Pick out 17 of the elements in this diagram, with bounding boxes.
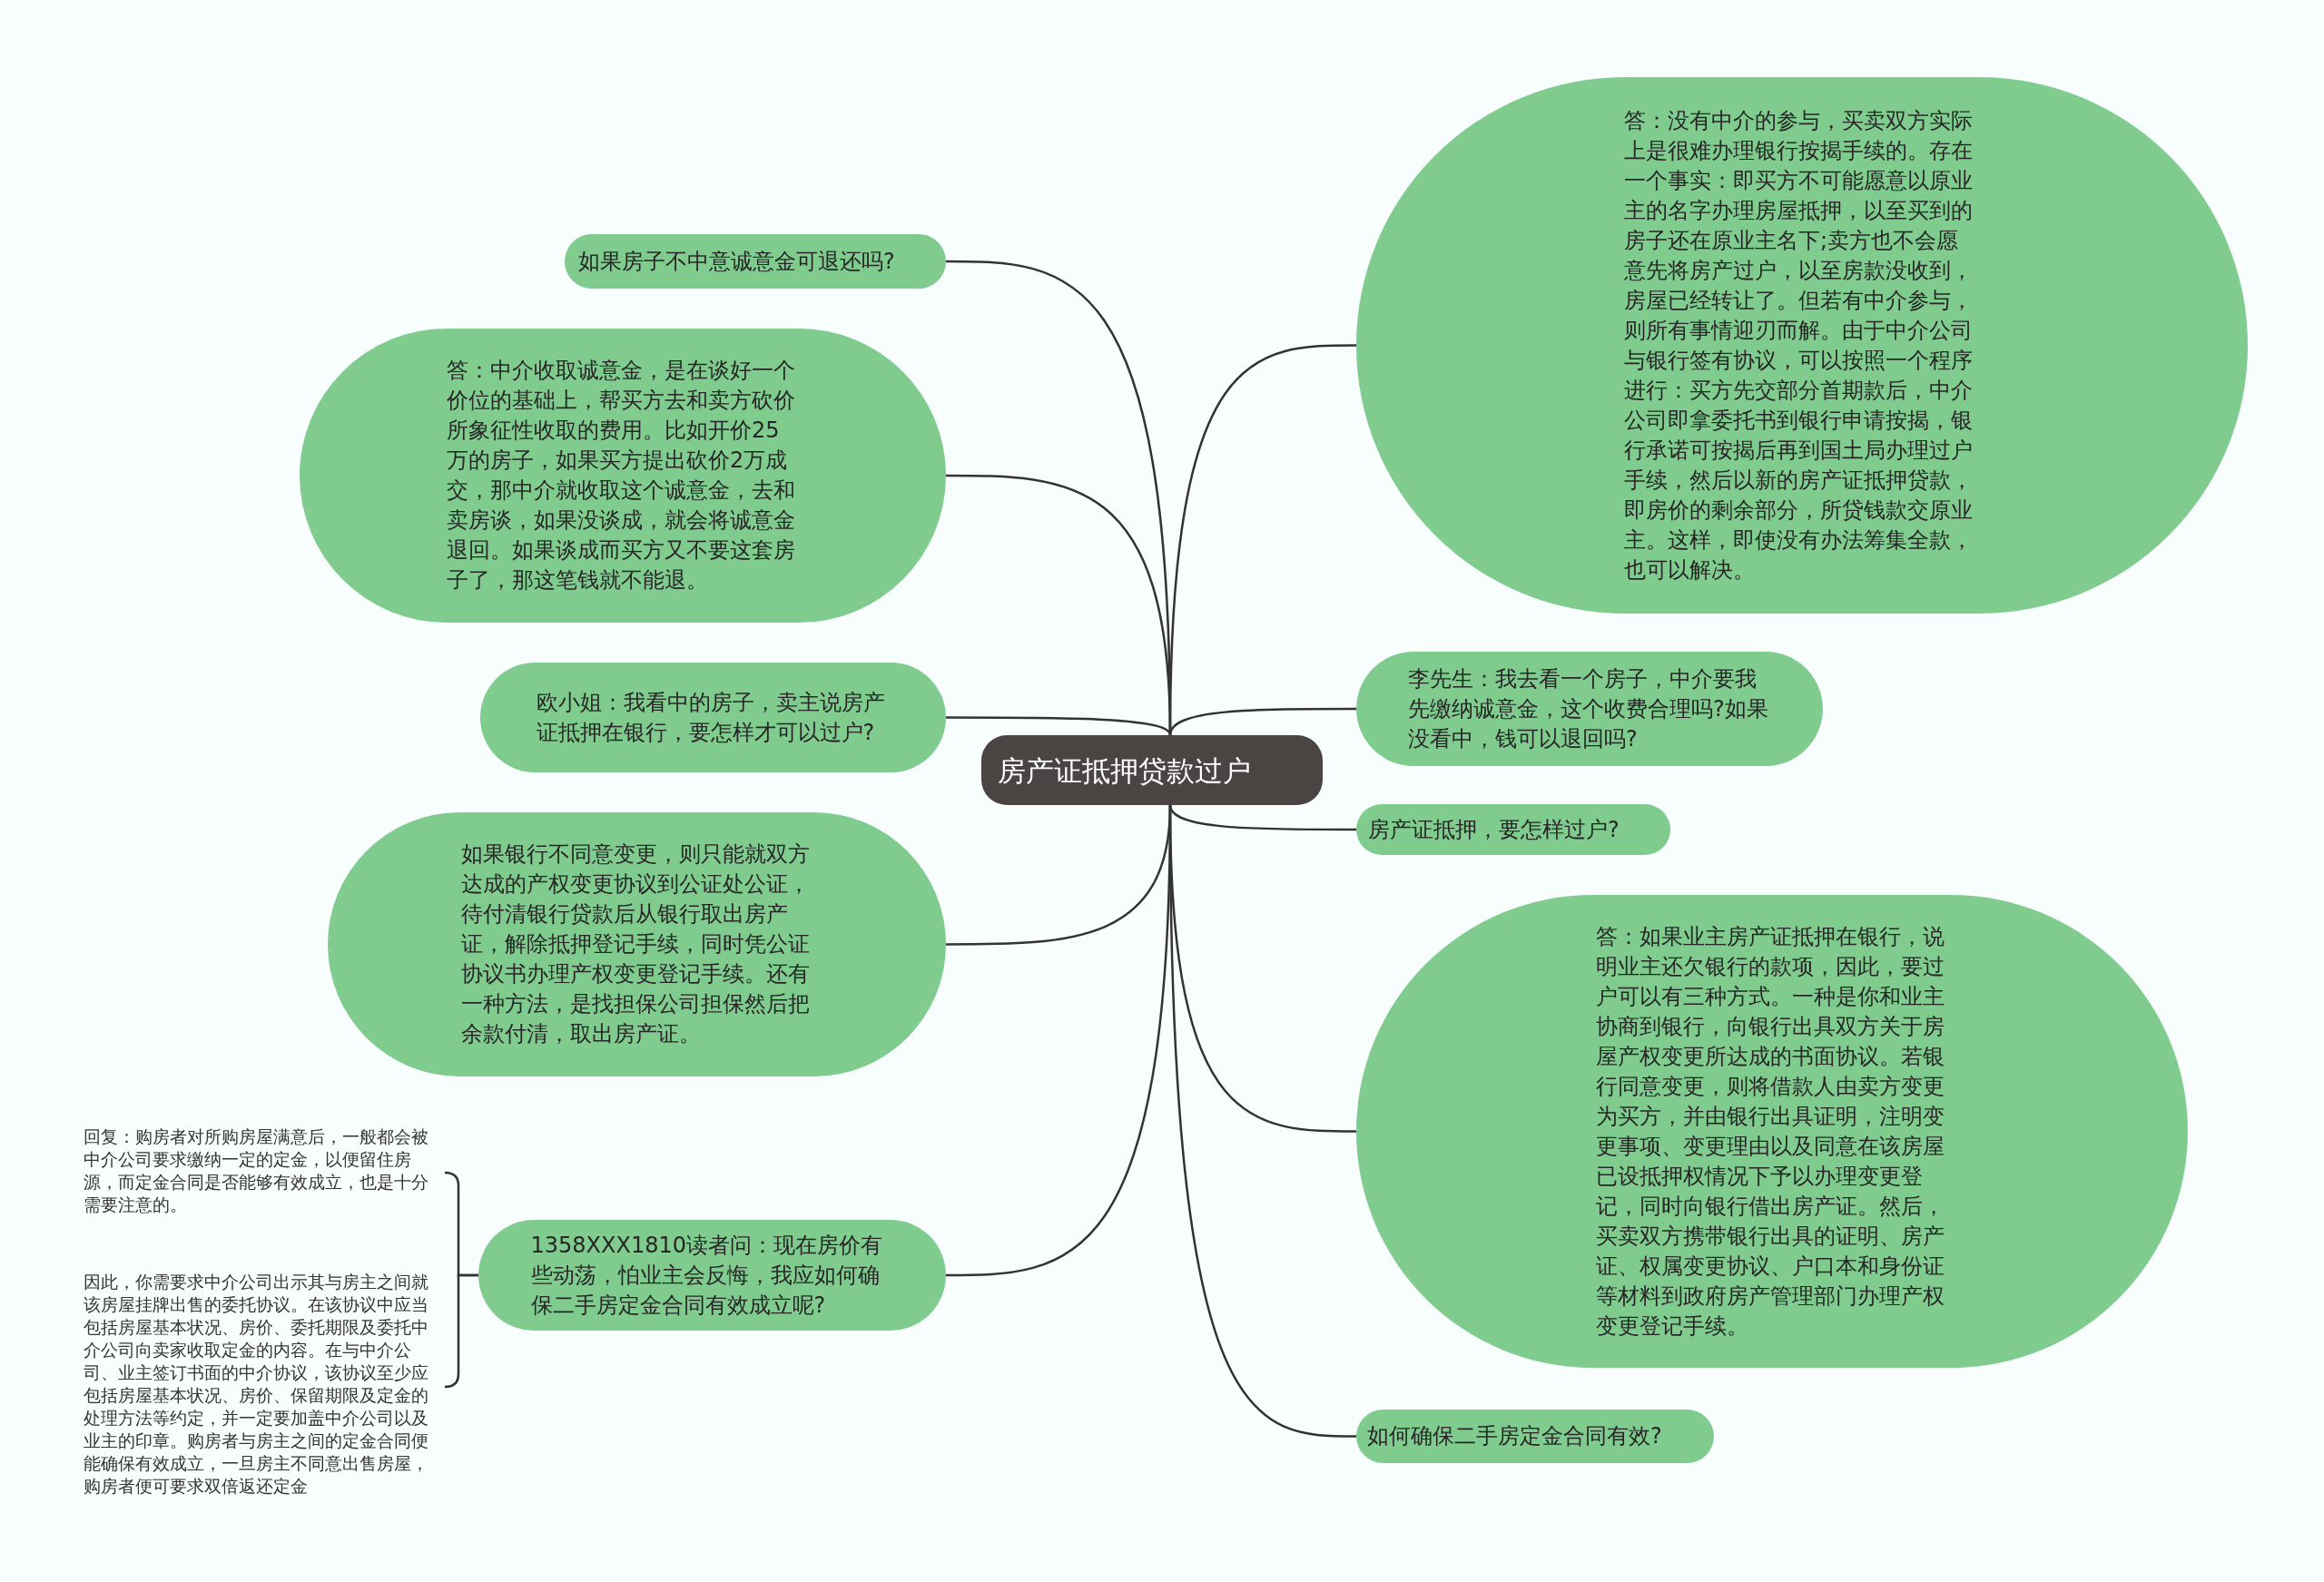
topic-bubble: 如果房子不中意诚意金可退还吗? [565,234,946,289]
connector-line [1168,707,1356,736]
topic-bubble: 如果银行不同意变更，则只能就双方达成的产权变更协议到公证处公证，待付清银行贷款后从银行取出房产证，解除抵押登记手续，同时凭公证协议书办理产权变更登记手续。还有一种方法，是找担保公司担保然后把余款付清，取出房产证。 [328,812,946,1076]
topic-bubble: 1358XXX1810读者问：现在房价有些动荡，怕业主会反悔，我应如何确保二手房定金合同有效成立呢? [478,1220,946,1331]
topic-bubble: 答：中介收取诚意金，是在谈好一个价位的基础上，帮买方去和卖方砍价所象征性收取的费用。比如开价25万的房子，如果买方提出砍价2万成交，那中介就收取这个诚意金，去和卖房谈，如果没谈成，就会将诚意金退回。如果谈成而买方又不要这套房子了，那这笔钱就不能退。 [300,329,946,623]
connector-line [1168,804,1356,831]
note-text: 因此，你需要求中介公司出示其与房主之间就该房屋挂牌出售的委托协议。在该协议中应当包括房屋基本状况、房价、委托期限及委托中介公司向卖家收取定金的内容。在与中介公司、业主签订书面的中介协议，该协议至少应包括房屋基本状况、房价、保留期限及定金的处理方法等约定，并一定要加盖中介公司以及业主的印章。购房者与房主之间的定金合同便能确保有效成立，一旦房主不同意出售房屋，购房者便可要求双倍返还定金 [82,1271,443,1503]
topic-bubble: 答：没有中介的参与，买卖双方实际上是很难办理银行按揭手续的。存在一个事实：即买方不可能愿意以原业主的名字办理房屋抵押，以至买到的房子还在原业主名下;卖方也不会愿意先将房产过户，以至房款没收到，房屋已经转让了。但若有中介参与，则所有事情迎刃而解。由于中介公司与银行签有协议，可以按照一个程序进行：买方先交部分首期款后，中介公司即拿委托书到银行申请按揭，银行承诺可按揭后再到国土局办理过户手续，然后以新的房产证抵押贷款，即房价的剩余部分，所贷钱款交原业主。这样，即使没有办法筹集全款，也可以解决。 [1356,77,2248,614]
central-topic: 房产证抵押贷款过户 [981,735,1323,805]
topic-bubble: 李先生：我去看一个房子，中介要我先缴纳诚意金，这个收费合理吗?如果没看中，钱可以退回吗? [1356,652,1823,766]
topic-bubble: 房产证抵押，要怎样过户? [1356,804,1670,855]
topic-bubble: 答：如果业主房产证抵押在银行，说明业主还欠银行的款项，因此，要过户可以有三种方式。一种是你和业主协商到银行，向银行出具双方关于房屋产权变更所达成的书面协议。若银行同意变更，则将借款人由卖方变更为买方，并由银行出具证明，注明变更事项、变更理由以及同意在该房屋已设抵押权情况下予以办理变更登记，同时向银行借出房产证。然后，买卖双方携带银行出具的证明、房产证、权属变更协议、户口本和身份证等材料到政府房产管理部门办理产权变更登记手续。 [1356,895,2188,1368]
connector-line [946,716,1172,736]
topic-bubble: 欧小姐：我看中的房子，卖主说房产证抵押在银行，要怎样才可以过户? [480,663,946,772]
note-text: 回复：购房者对所购房屋满意后，一般都会被中介公司要求缴纳一定的定金，以便留住房源，而定金合同是否能够有效成立，也是十分需要注意的。 [82,1125,443,1220]
topic-bubble: 如何确保二手房定金合同有效? [1356,1410,1714,1463]
connector-line [1168,805,1356,1438]
